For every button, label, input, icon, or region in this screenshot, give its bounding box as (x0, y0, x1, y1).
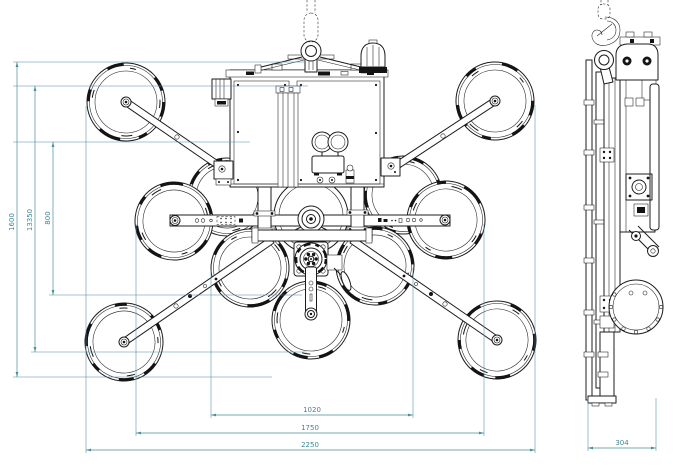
rotation-gear-drive (293, 241, 352, 291)
arm-pivot-bolt (120, 96, 132, 108)
dim-label-1600: 1600 (8, 213, 16, 231)
cross-beam (251, 227, 373, 244)
dimension-height-800: 800 (13, 141, 302, 296)
centre-hub (280, 205, 342, 241)
dim-label-2250: 2250 (301, 441, 319, 449)
dim-label-1750: 1750 (301, 424, 319, 432)
dimension-depth-304: 304 (587, 398, 657, 451)
crane-chain (303, 0, 319, 43)
dim-label-800: 800 (44, 211, 52, 224)
dimension-width-1020: 1020 (210, 268, 414, 418)
side-lifting-eye (594, 50, 614, 70)
arm-pivot-bolt (489, 95, 501, 107)
side-slewing-flange (608, 279, 664, 335)
dimension-height-1600: 1600 (8, 61, 305, 378)
dim-label-1020: 1020 (303, 406, 321, 414)
lifting-eye (300, 40, 322, 62)
side-view (583, 0, 664, 407)
bottom-cup-link (304, 266, 318, 321)
side-suspension-head (594, 31, 661, 85)
mast-channel (275, 85, 301, 188)
control-panel (311, 155, 355, 184)
left-motor-unit (211, 78, 232, 107)
front-view (74, 0, 552, 392)
dimension-width-2250: 2250 (85, 105, 536, 453)
warning-beacon (359, 39, 387, 73)
side-lower-mast (587, 331, 617, 407)
side-housing (619, 77, 660, 233)
side-tilt-linkage (628, 225, 660, 257)
arm-pivot-bolt (118, 336, 130, 348)
crane-hook (591, 0, 621, 46)
dimension-width-1750: 1750 (135, 224, 485, 436)
dimension-height-13350: 13350 (13, 85, 308, 353)
right-arm-bracket (380, 157, 401, 177)
arm-pivot-bolt (491, 334, 503, 346)
dim-label-304: 304 (615, 439, 629, 447)
dim-label-13350: 13350 (26, 209, 34, 231)
left-arm-bracket (213, 160, 234, 186)
dimensions: 1600 13350 800 1020 1750 (8, 61, 657, 453)
vacuum-gauges (311, 131, 349, 156)
control-cabinet (211, 0, 401, 188)
